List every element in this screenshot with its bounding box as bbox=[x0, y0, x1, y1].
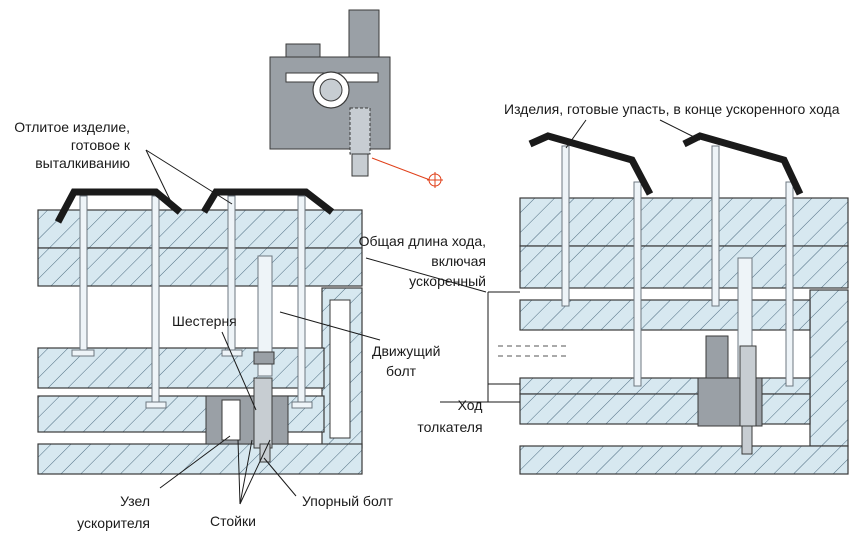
left-core-plate bbox=[37, 247, 363, 287]
detail-gear-hub bbox=[319, 78, 343, 102]
svg-text:толкателя: толкателя bbox=[417, 419, 482, 435]
right-product-2 bbox=[682, 132, 804, 196]
right-pin-4 bbox=[785, 181, 794, 387]
right-product-1 bbox=[528, 132, 654, 196]
svg-text:выталкиванию: выталкиванию bbox=[35, 155, 130, 171]
svg-text:ускоренный: ускоренный bbox=[409, 273, 486, 289]
detail-bolt-end bbox=[351, 153, 369, 177]
right-pin-3 bbox=[711, 145, 720, 307]
left-pin-1 bbox=[79, 195, 88, 353]
right-stop-bolt bbox=[741, 425, 753, 455]
svg-text:Ход: Ход bbox=[458, 397, 483, 413]
svg-text:Узел: Узел bbox=[120, 493, 150, 509]
svg-text:Движущий: Движущий bbox=[372, 343, 440, 359]
label-stop-bolt: Упорный болт bbox=[302, 493, 394, 509]
label-posts: Стойки bbox=[210, 513, 256, 529]
right-ejector-plate-2 bbox=[519, 377, 811, 395]
label-gear: Шестерня bbox=[172, 313, 237, 329]
left-rack bbox=[253, 377, 273, 449]
label-ejector-stroke: Ход толкателя bbox=[417, 397, 482, 435]
label-moving-bolt: Движущий болт bbox=[372, 343, 440, 379]
detail-rack bbox=[349, 107, 371, 155]
right-bottom-plate bbox=[519, 445, 849, 475]
svg-text:болт: болт bbox=[386, 363, 417, 379]
label-part-ready: Отлитое изделие, готовое к выталкиванию bbox=[14, 119, 131, 171]
svg-text:Отлитое изделие,: Отлитое изделие, bbox=[14, 119, 130, 135]
detail-top-post bbox=[348, 9, 380, 61]
leader-lines bbox=[145, 119, 701, 505]
left-accelerator-unit bbox=[205, 395, 289, 445]
svg-text:ускорителя: ускорителя bbox=[77, 515, 150, 531]
top-detail-view bbox=[269, 9, 443, 188]
label-total-stroke: Общая длина хода, включая ускоренный bbox=[359, 233, 486, 289]
right-frame-right-wall bbox=[809, 289, 849, 447]
left-pin-2 bbox=[151, 195, 160, 405]
svg-text:готовое к: готовое к bbox=[71, 137, 131, 153]
right-post bbox=[705, 335, 729, 379]
detail-accent-line bbox=[371, 157, 431, 181]
left-frame-slot bbox=[329, 299, 351, 439]
left-pin-4 bbox=[297, 195, 306, 405]
right-pin-2 bbox=[633, 181, 642, 387]
left-product-2 bbox=[200, 188, 335, 215]
left-product-1 bbox=[54, 188, 183, 224]
left-cavity-plate bbox=[37, 209, 363, 249]
right-ejector-plate-3 bbox=[519, 393, 811, 425]
svg-text:включая: включая bbox=[431, 253, 486, 269]
left-bottom-plate bbox=[37, 443, 363, 475]
left-stop-bolt bbox=[259, 443, 271, 463]
left-moving-bolt bbox=[257, 255, 273, 377]
right-rack bbox=[739, 345, 757, 427]
label-accelerator-unit: Узел ускорителя bbox=[77, 493, 150, 531]
left-assembly bbox=[37, 188, 363, 475]
label-parts-fall: Изделия, готовые упасть, в конце ускорен… bbox=[504, 101, 840, 117]
left-bolt-nut bbox=[253, 351, 275, 365]
svg-text:Общая длина хода,: Общая длина хода, bbox=[359, 233, 486, 249]
right-pin-1 bbox=[561, 145, 570, 307]
right-assembly bbox=[498, 132, 849, 475]
